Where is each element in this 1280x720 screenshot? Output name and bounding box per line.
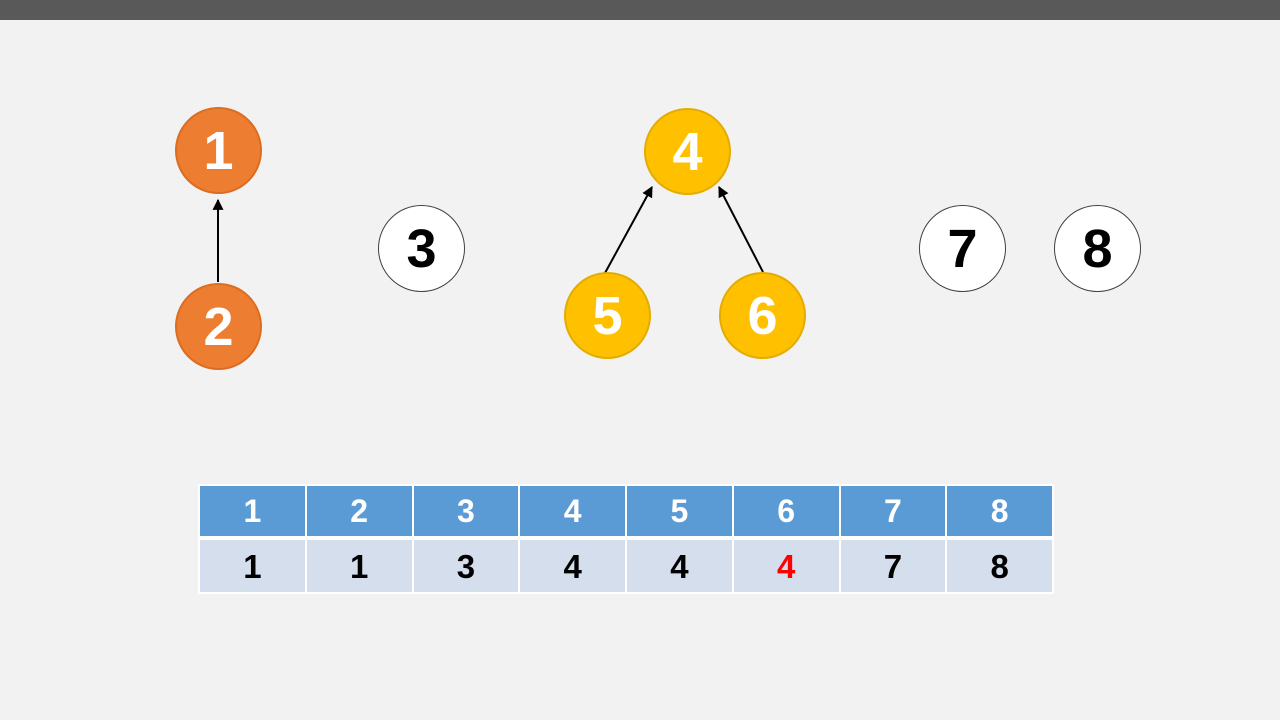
table-header-cell: 7 — [840, 486, 946, 536]
table-header-cell: 6 — [733, 486, 839, 536]
table-value-cell-highlighted: 4 — [733, 540, 839, 592]
node-circle-5: 5 — [564, 272, 651, 359]
node-circle-8: 8 — [1054, 205, 1141, 292]
node-label: 6 — [747, 285, 778, 346]
node-label: 7 — [947, 218, 978, 279]
table-header-cell: 5 — [627, 486, 732, 536]
node-label: 4 — [672, 121, 703, 182]
node-circle-7: 7 — [919, 205, 1006, 292]
node-label: 8 — [1082, 218, 1113, 279]
table-header-cell: 3 — [413, 486, 519, 536]
edge-arrow-6-to-4 — [718, 186, 764, 273]
table-value-cell: 1 — [306, 540, 412, 592]
node-circle-1: 1 — [175, 107, 262, 194]
table-header-cell: 1 — [200, 486, 305, 536]
node-label: 3 — [406, 218, 437, 279]
table-value-cell: 1 — [200, 540, 305, 592]
table-value-cell: 3 — [413, 540, 519, 592]
node-circle-4: 4 — [644, 108, 731, 195]
edge-arrow-5-to-4 — [604, 186, 653, 274]
table-value-cell: 7 — [840, 540, 946, 592]
window-top-bar — [0, 0, 1280, 20]
table-header-cell: 8 — [947, 486, 1052, 536]
table-header-cell: 4 — [520, 486, 625, 536]
node-label: 2 — [203, 296, 234, 357]
table-header-cell: 2 — [306, 486, 412, 536]
node-label: 5 — [592, 285, 623, 346]
node-circle-3: 3 — [378, 205, 465, 292]
table-value-cell: 8 — [947, 540, 1052, 592]
table-value-cell: 4 — [627, 540, 732, 592]
table-value-cell: 4 — [520, 540, 625, 592]
node-circle-2: 2 — [175, 283, 262, 370]
parent-pointer-table: 1 2 3 4 5 6 7 8 1 1 3 4 4 4 7 8 — [198, 484, 1054, 594]
node-label: 1 — [203, 120, 234, 181]
node-circle-6: 6 — [719, 272, 806, 359]
